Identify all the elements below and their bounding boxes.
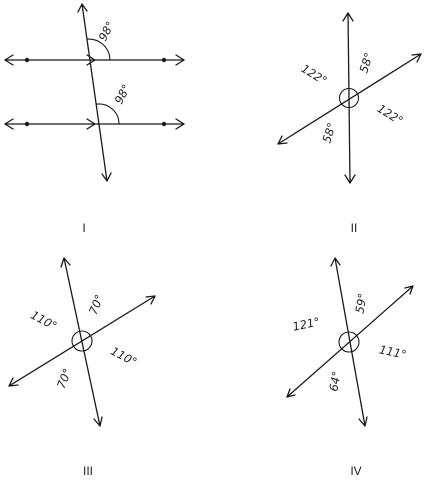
intersection-circle <box>338 87 360 109</box>
arrowhead-bottom <box>93 416 103 427</box>
arrowhead-left <box>286 388 296 398</box>
figure-4: 121° 59° 64° 111° IV <box>286 257 414 478</box>
angle-label: 58° <box>356 51 376 75</box>
angle-label: 58° <box>319 121 339 145</box>
angle-arc <box>96 103 120 125</box>
angle-label: 98° <box>96 19 118 44</box>
point <box>24 121 30 127</box>
arrowhead-bottom <box>101 172 112 182</box>
arrowhead-right <box>145 295 156 305</box>
line-steep <box>63 257 101 427</box>
angle-label: 64° <box>326 370 343 393</box>
arrowhead-top <box>77 3 88 13</box>
angle-label: 122° <box>375 101 406 128</box>
figure-2: 122° 58° 58° 122° II <box>277 12 422 235</box>
arrowhead-left <box>4 54 14 66</box>
angle-label: 122° <box>299 61 330 88</box>
arrowhead-top <box>330 257 341 267</box>
angle-label: 110° <box>108 344 139 369</box>
intersection-circle <box>338 331 360 353</box>
angle-label: 111° <box>378 342 408 361</box>
point <box>161 121 167 127</box>
line-diagonal <box>277 53 422 145</box>
arrowhead-bottom <box>344 174 356 184</box>
line-diagonal <box>8 295 156 387</box>
arrowhead-bottom <box>358 416 368 427</box>
angle-arc <box>86 38 111 61</box>
figure-caption: II <box>351 221 358 235</box>
angle-label: 98° <box>112 82 134 107</box>
figure-caption: III <box>83 464 93 478</box>
arrowhead-left <box>4 118 14 130</box>
figure-caption: IV <box>350 464 361 478</box>
figure-caption: I <box>82 221 85 235</box>
transversal-line <box>81 3 108 182</box>
arrowhead-right <box>411 53 422 63</box>
arrowhead-top <box>60 257 71 268</box>
angle-label: 59° <box>352 292 369 315</box>
angle-label: 121° <box>291 314 321 333</box>
figure-3: 110° 70° 70° 110° III <box>8 257 156 478</box>
angle-label: 70° <box>54 366 75 390</box>
arrowhead-right <box>404 285 414 295</box>
point <box>161 57 167 63</box>
point <box>24 57 30 63</box>
line-vertical <box>347 12 351 184</box>
figure-1: 98° 98° I <box>4 3 185 235</box>
intersection-circle <box>71 330 93 352</box>
arrowhead-left <box>277 135 288 145</box>
angle-label: 110° <box>28 308 59 333</box>
line-diagonal <box>286 285 414 398</box>
arrowhead-right <box>175 54 185 66</box>
parallel-mark <box>86 118 96 130</box>
arrowhead-top <box>342 12 354 22</box>
arrowhead-left <box>8 377 19 387</box>
arrowhead-right <box>175 118 185 130</box>
angle-label: 70° <box>86 292 107 316</box>
